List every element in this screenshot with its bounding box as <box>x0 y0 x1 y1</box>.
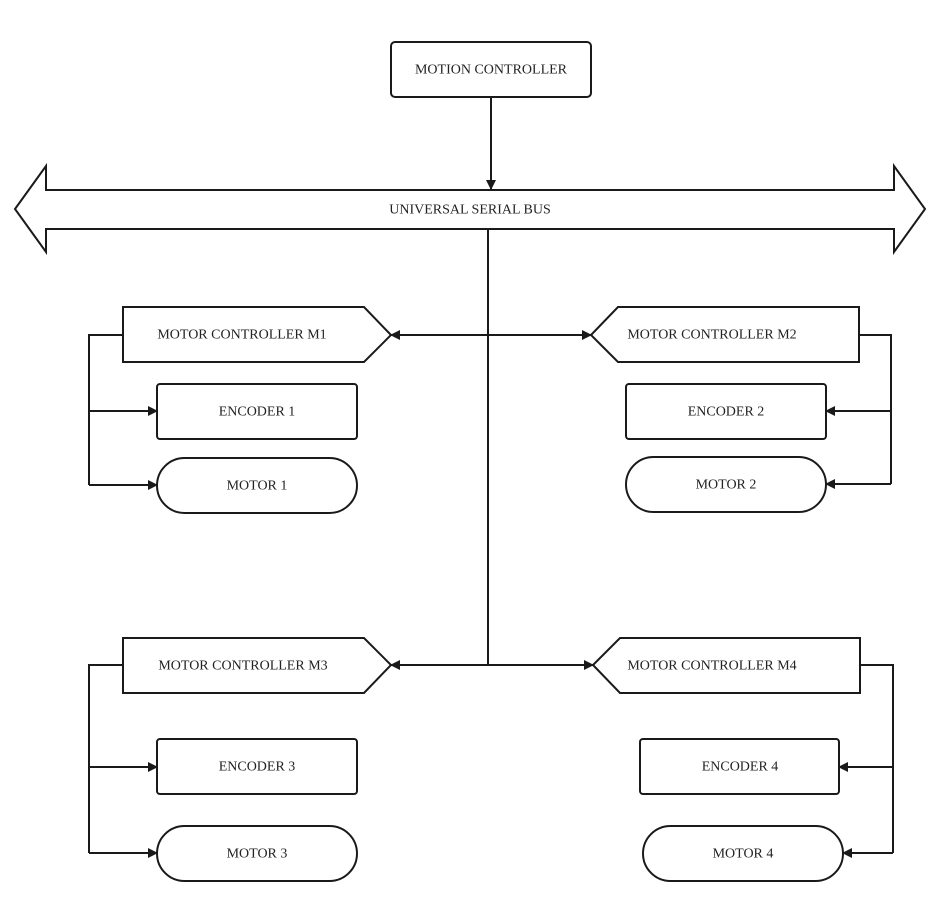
motor-controller-m2-box <box>589 306 860 363</box>
motor-3-label: MOTOR 3 <box>227 847 288 862</box>
motion-controller-label: MOTION CONTROLLER <box>415 63 568 78</box>
encoder-1-label: ENCODER 1 <box>219 405 296 420</box>
motor-controller-m1-box <box>122 306 393 363</box>
motor-controller-m1-label: MOTOR CONTROLLER M1 <box>157 328 326 343</box>
motor-controller-m4-label: MOTOR CONTROLLER M4 <box>627 659 796 674</box>
encoder-2-label: ENCODER 2 <box>688 405 765 420</box>
motor-1-label: MOTOR 1 <box>227 479 288 494</box>
motor-controller-m2-label: MOTOR CONTROLLER M2 <box>627 328 796 343</box>
motor-controller-m4-box <box>591 637 861 694</box>
m2-feedback-wire <box>859 334 892 484</box>
motor-2-label: MOTOR 2 <box>696 478 757 493</box>
encoder-3-label: ENCODER 3 <box>219 760 296 775</box>
usb-label: UNIVERSAL SERIAL BUS <box>389 203 551 218</box>
motor-controller-m3-box <box>122 637 393 694</box>
m4-feedback-wire <box>860 664 894 853</box>
motor-controller-m3-label: MOTOR CONTROLLER M3 <box>158 659 327 674</box>
motor-4-label: MOTOR 4 <box>713 847 774 862</box>
m3-feedback-wire <box>88 664 123 853</box>
m1-feedback-wire <box>88 334 123 485</box>
usb-bus-arrow <box>13 162 927 256</box>
encoder-4-label: ENCODER 4 <box>702 760 779 775</box>
